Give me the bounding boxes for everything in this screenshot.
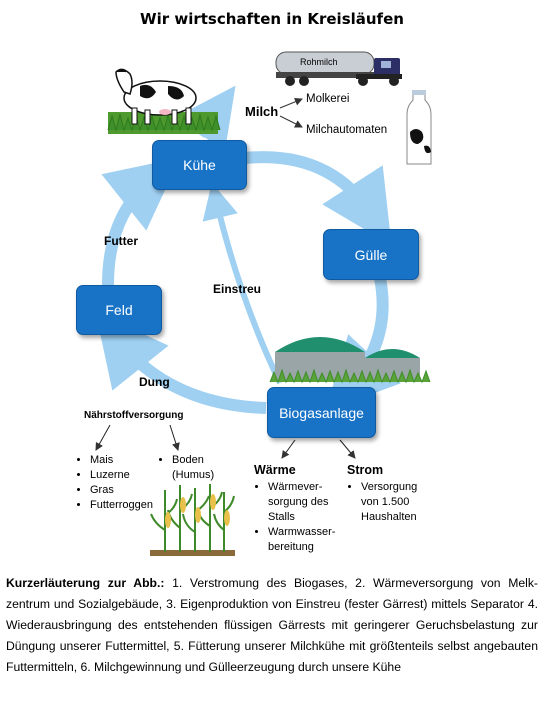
- box-feld: Feld: [76, 285, 162, 335]
- caption-text: 1. Verstromung des Biogases, 2. Wärmever…: [6, 576, 538, 674]
- arrow-einstreu: [202, 182, 283, 385]
- milk-bottle-illustration: [406, 90, 432, 165]
- corn-plants-illustration: [150, 484, 235, 556]
- box-biogasanlage: Biogasanlage: [267, 387, 376, 438]
- naehrstoff-title: Nährstoffversorgung: [84, 410, 184, 421]
- arrow-milch-molkerei: [279, 97, 303, 109]
- arrow-kuehe-to-guelle: [244, 151, 392, 246]
- label-molkerei: Molkerei: [306, 93, 350, 105]
- label-einstreu: Einstreu: [213, 282, 262, 296]
- caption-paragraph: Kurzerläuterung zur Abb.: 1. Verstromung…: [6, 573, 538, 678]
- list-item: Versorgung von 1.500 Haushalten: [361, 480, 423, 525]
- strom-list: Versorgung von 1.500 Haushalten: [347, 480, 423, 525]
- naehrstoff-right-list: Boden (Humus): [158, 453, 214, 483]
- cow-illustration: [107, 68, 221, 134]
- list-item: Futterroggen: [90, 498, 153, 513]
- arrow-biogas-to-feld: [95, 311, 267, 414]
- label-dung: Dung: [139, 375, 170, 389]
- naehrstoff-left-list: Mais Luzerne Gras Futterroggen: [76, 453, 153, 513]
- list-item: Mais: [90, 453, 153, 468]
- strom-title: Strom: [347, 463, 384, 477]
- diagram-title: Wir wirtschaften in Kreisläufen: [140, 10, 404, 28]
- caption-lead: Kurzerläuterung zur Abb.:: [6, 576, 165, 590]
- list-item: Boden: [172, 453, 214, 468]
- truck-label: Rohmilch: [300, 57, 338, 67]
- arrow-naehrstoff-right: [169, 424, 180, 451]
- waerme-list: Wärmever-sorgung des Stalls Warmwasser-b…: [254, 480, 336, 555]
- arrow-biogas-strom: [339, 439, 356, 459]
- list-item: Luzerne: [90, 468, 153, 483]
- box-guelle: Gülle: [323, 229, 419, 280]
- biogas-plant-illustration: [269, 337, 431, 384]
- list-item: Gras: [90, 483, 153, 498]
- label-milchautomaten: Milchautomaten: [306, 124, 388, 136]
- label-milch: Milch: [245, 104, 279, 119]
- list-item: Warmwasser-bereitung: [268, 525, 336, 555]
- cycle-graphics: [95, 51, 432, 556]
- box-kuehe: Kühe: [152, 140, 247, 190]
- milk-truck-illustration: [275, 51, 402, 86]
- list-item: Wärmever-sorgung des Stalls: [268, 480, 336, 525]
- label-futter: Futter: [104, 234, 138, 248]
- list-item-continuation: (Humus): [172, 469, 215, 481]
- arrow-naehrstoff-left: [95, 424, 111, 451]
- arrow-feld-to-kuehe: [101, 157, 181, 286]
- arrow-biogas-waerme: [281, 439, 296, 459]
- waerme-title: Wärme: [254, 463, 296, 477]
- arrow-milch-automaten: [279, 115, 303, 128]
